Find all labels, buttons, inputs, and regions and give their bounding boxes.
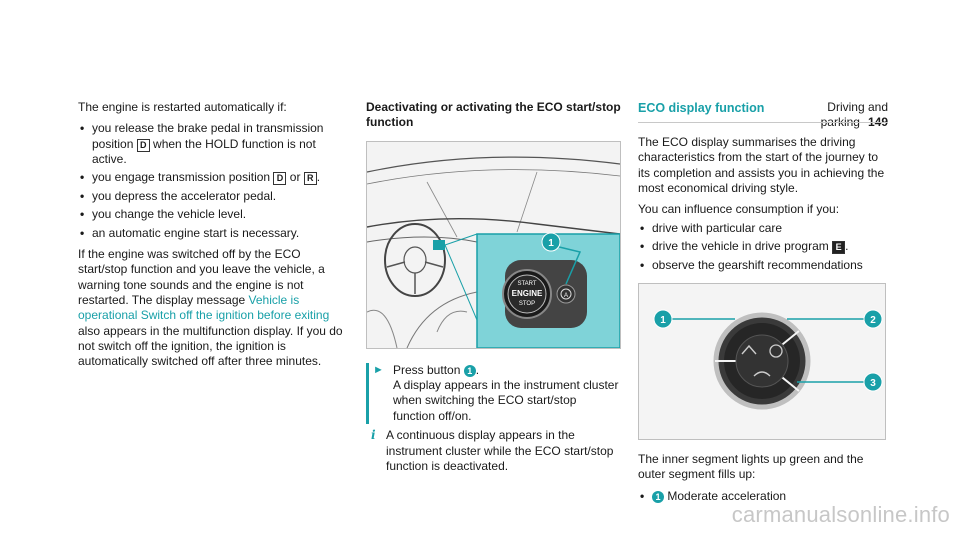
transmission-d-symbol: D [136,138,150,152]
list-item: you engage transmission position D or R. [78,170,348,186]
callout-badge: 1 [652,490,664,503]
eco-intro: The ECO display summarises the driving c… [638,135,885,196]
callout-2: 2 [870,315,876,326]
eco-start-stop-figure: START ENGINE STOP A 1 [366,140,621,349]
list-item: an automatic engine start is necessary. [78,226,348,242]
action-result: A display appears in the instrument clus… [393,378,619,423]
eco-segment-list: 1 Moderate acceleration [638,489,888,505]
restart-conditions-list: you release the brake pedal in transmiss… [78,121,348,241]
list-item: you release the brake pedal in transmiss… [78,121,348,167]
callout-3: 3 [870,378,876,389]
list-item: you depress the accelerator pedal. [78,189,348,205]
list-item: you change the vehicle level. [78,207,348,223]
engine-label: ENGINE [512,289,543,298]
stop-label: STOP [519,301,535,307]
info-icon: i [371,428,376,443]
braking-icon [753,371,771,377]
list-item: observe the gearshift recommendations [638,258,888,274]
transmission-d-symbol: D [273,172,287,186]
watermark: carmanualsonline.info [731,501,950,527]
restart-intro: The engine is restarted automatically if… [78,100,287,114]
column-3: ECO display function The ECO display sum… [638,100,888,510]
info-note: i A continuous display appears in the in… [366,428,621,474]
column-1: The engine is restarted automatically if… [78,100,348,376]
eco-influence: You can influence consumption if you: [638,202,840,217]
list-item: 1 Moderate acceleration [638,489,888,505]
acceleration-icon [741,344,757,355]
eco-tips-list: drive with particular care drive the veh… [638,221,888,273]
arrow-right-icon: ► [373,363,384,376]
svg-text:A: A [564,293,568,299]
display-message: Vehicle is operational Switch off the ig… [78,292,330,323]
drive-program-e-symbol: E [832,241,846,255]
action-step: ► Press button 1. A display appears in t… [366,362,621,425]
eco-display-figure: 1 2 3 [638,282,886,440]
list-item: drive with particular care [638,221,888,237]
callout-badge: 1 [463,364,476,377]
eco-after-figure: The inner segment lights up green and th… [638,451,864,482]
transmission-r-symbol: R [303,172,317,186]
start-label: START [517,281,536,287]
section-heading: Deactivating or activating the ECO start… [366,100,621,130]
eco-display-illustration: 1 2 3 [639,283,885,439]
list-item: drive the vehicle in drive program E. [638,239,888,255]
callout-1: 1 [548,238,554,249]
coasting-icon [769,344,783,358]
leave-vehicle-paragraph: If the engine was switched off by the EC… [78,246,343,369]
dashboard-illustration: START ENGINE STOP A 1 [367,141,620,348]
column-2: Deactivating or activating the ECO start… [366,100,621,474]
callout-1: 1 [660,315,666,326]
note-text: A continuous display appears in the inst… [386,428,614,473]
section-heading: ECO display function [638,100,888,123]
